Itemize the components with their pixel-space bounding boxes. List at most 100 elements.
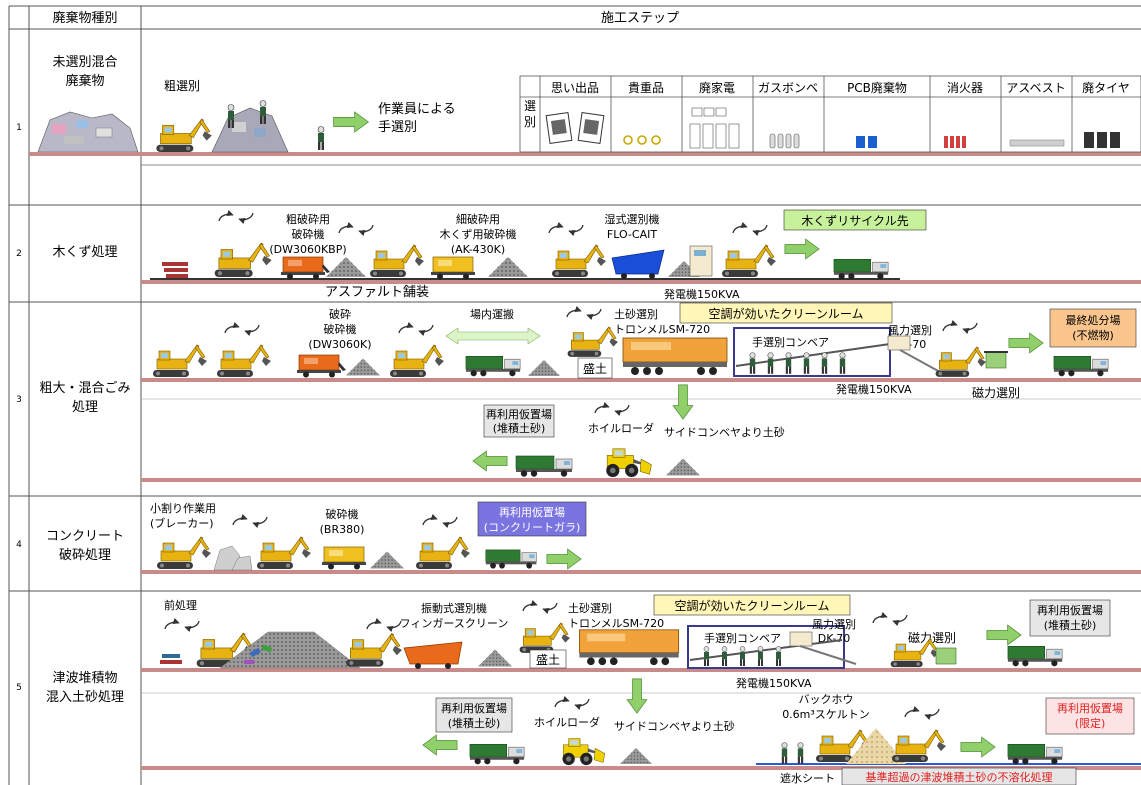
rotation-icon — [595, 405, 629, 413]
row3-wheel-loader: ホイルローダ — [588, 421, 654, 435]
rotation-icon — [219, 213, 253, 221]
row3-crusher: 破砕破砕機(DW3060K) — [308, 307, 371, 351]
truck-icon — [1007, 645, 1063, 667]
rotation-icon — [555, 699, 589, 707]
excavator-icon — [567, 326, 618, 358]
worker-icon — [721, 646, 728, 666]
row2-generator: 発電機150KVA — [664, 287, 740, 301]
row1-debris-pile-icon — [211, 107, 289, 153]
row-number-5: 5 — [16, 683, 22, 693]
worker-icon — [797, 742, 804, 764]
row2-rough-crusher: 粗破砕用破砕機(DW3060KBP) — [269, 212, 346, 256]
tires-icon — [1084, 132, 1120, 148]
row5-reuse2-box — [435, 697, 513, 733]
category-header-tires: 廃タイヤ — [1082, 80, 1130, 95]
wheel-loader-icon — [605, 448, 652, 478]
worker-icon — [703, 646, 710, 666]
crusher-icon — [280, 256, 330, 280]
row5-sheet: 遮水シート — [780, 771, 835, 785]
excavator-icon — [256, 536, 312, 570]
truck-icon — [515, 455, 573, 478]
rings-icon — [623, 135, 661, 145]
category-header-valuables: 貴重品 — [628, 81, 664, 95]
row3-soil-sort: 土砂選別トロンメルSM-720 — [614, 308, 710, 336]
rotation-icon — [423, 517, 457, 525]
row3-conveyor: 手選別コンベア — [752, 335, 829, 349]
row5-clean-room: 空調が効いたクリーンルーム — [674, 598, 829, 613]
truck-icon — [1053, 355, 1109, 377]
row5-magnetic-icon — [935, 647, 957, 665]
excavator-icon — [345, 632, 402, 668]
row2-recycle: 木くずリサイクル先 — [801, 214, 908, 228]
row5-mound-box — [529, 649, 567, 669]
sand-pile-icon — [846, 728, 906, 764]
row4-breaker: 小割り作業用(ブレーカー) — [150, 501, 216, 530]
arrow-right-icon — [1008, 332, 1044, 354]
truck-icon — [833, 258, 889, 280]
row3b-ground — [141, 478, 1141, 482]
conveyor-belt — [735, 343, 891, 367]
table-grid — [8, 5, 1141, 785]
limited-reuse-box — [1045, 697, 1135, 735]
row2-ground — [141, 280, 1141, 284]
soil-pile-icon — [528, 360, 560, 376]
asbestos-sheets-icon — [1009, 139, 1065, 147]
row3-magnetic: 磁力選別 — [972, 385, 1020, 400]
category-header-extinguishers: 消火器 — [947, 81, 983, 95]
row5-soil-sort: 土砂選別トロンメルSM-720 — [568, 602, 664, 630]
rotation-icon — [873, 615, 907, 623]
excavator-icon — [152, 344, 208, 378]
excavator-icon — [519, 622, 570, 654]
row5-ground — [141, 668, 1141, 672]
soil-pile-icon — [620, 748, 652, 764]
worker-icon — [839, 352, 846, 374]
soil-mound-icon — [219, 631, 361, 669]
row4-ground — [141, 570, 1141, 574]
row5b-ground — [141, 766, 1141, 770]
concrete-reuse-box — [477, 501, 587, 537]
arrow-right-icon — [986, 624, 1022, 646]
wheel-loader-icon — [561, 738, 606, 766]
truck-icon — [465, 355, 521, 377]
row5-pre: 前処理 — [164, 598, 197, 612]
generator-icon — [689, 245, 713, 277]
soil-pile-icon — [326, 257, 366, 277]
row3-clean-room: 空調が効いたクリーンルーム — [708, 306, 863, 321]
excavator-icon — [214, 242, 272, 278]
pcb-drum-icon — [856, 136, 877, 148]
vibrating-screen-icon — [403, 641, 463, 669]
rotation-icon — [399, 325, 433, 333]
worker-icon — [785, 352, 792, 374]
worker-icon — [739, 646, 746, 666]
arrow-right-icon — [333, 111, 369, 133]
worker-icon — [749, 352, 756, 374]
photo-frames-icon — [545, 112, 605, 144]
worker-icon — [767, 352, 774, 374]
row-type-4: コンクリート破砕処理 — [46, 529, 124, 563]
conveyor-room-box — [733, 327, 891, 377]
category-header-memorabilia: 思い出品 — [551, 81, 599, 95]
row4-crusher: 破砕機(BR380) — [320, 507, 365, 536]
row5-conveyor: 手選別コンベア — [704, 631, 781, 645]
crusher-icon — [430, 256, 476, 280]
worker-icon — [803, 352, 810, 374]
row5-insoluble: 基準超過の津波堆積土砂の不溶化処理 — [866, 770, 1053, 784]
row-number-4: 4 — [16, 540, 22, 550]
arrow-right-icon — [960, 736, 996, 758]
row5-clean-room-box — [653, 594, 851, 616]
soil-pile-icon — [370, 551, 404, 569]
rotation-icon — [367, 621, 401, 629]
mound-box — [577, 357, 613, 379]
category-header-asbestos: アスベスト — [1006, 81, 1065, 95]
excavator-icon — [935, 346, 986, 378]
row1-rough-sort: 粗選別 — [164, 79, 200, 93]
soil-pile-icon — [666, 458, 700, 476]
worker-icon — [821, 352, 828, 374]
worker-icon — [775, 646, 782, 666]
header-construction-steps: 施工ステップ — [601, 11, 679, 26]
row-number-2: 2 — [16, 249, 22, 259]
appliances-icon — [689, 107, 740, 149]
